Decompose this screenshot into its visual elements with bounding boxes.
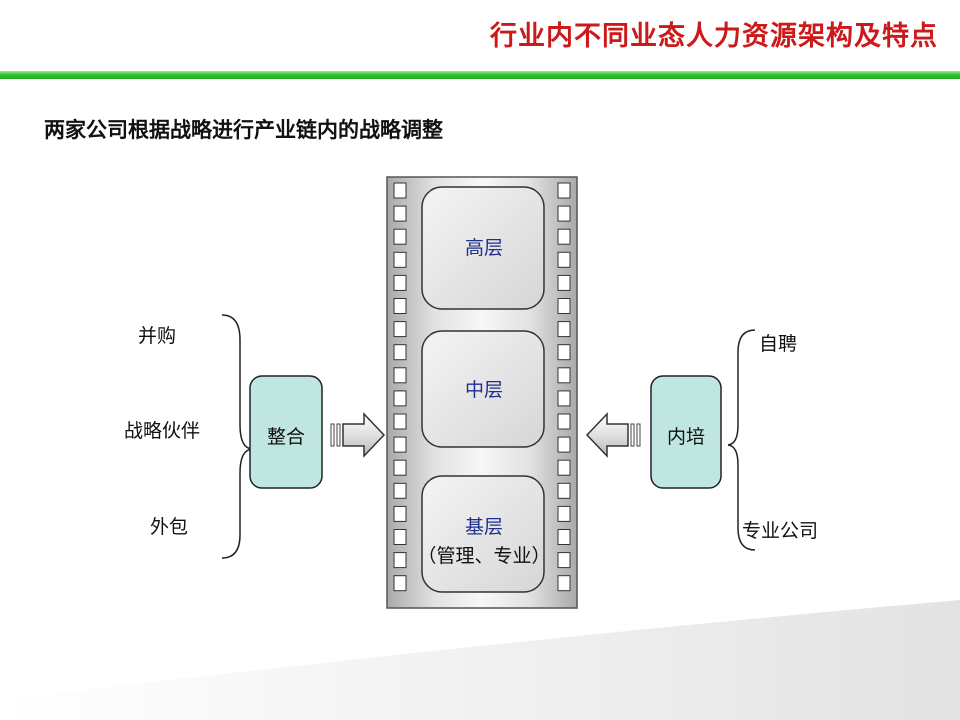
internal-training-box [650,375,722,489]
sprocket-hole [393,321,407,338]
left-item-merger: 并购 [138,325,177,347]
left-item-outsourcing: 外包 [150,516,189,538]
integration-box-label: 整合 [266,426,306,448]
film-frame-middle [421,330,545,448]
sprocket-hole [393,552,407,569]
sprocket-hole [557,505,571,522]
film-sprocket-holes [393,182,571,592]
sprocket-hole [393,367,407,384]
sprocket-hole [393,529,407,545]
sprocket-hole [557,552,571,569]
sprocket-hole [393,575,407,592]
left-brace [221,314,253,559]
sprocket-hole [557,459,571,476]
sprocket-hole [557,529,571,545]
sprocket-hole [393,251,407,268]
sprocket-hole [393,274,407,291]
sprocket-hole [393,482,407,499]
level-label-middle: 中层 [464,379,504,401]
sprocket-hole [557,367,571,384]
slide-title: 行业内不同业态人力资源架构及特点 [490,21,938,52]
slide-subtitle: 两家公司根据战略进行产业链内的战略调整 [44,118,443,142]
sprocket-hole [557,482,571,499]
level-sublabel-base: （管理、专业） [417,545,551,567]
sprocket-hole [557,436,571,453]
sprocket-hole [557,413,571,430]
sprocket-hole [557,182,571,199]
sprocket-hole [393,298,407,314]
sprocket-hole [393,205,407,222]
sprocket-hole [557,228,571,245]
right-item-professional-company: 专业公司 [742,520,819,542]
film-frame-bottom [421,475,545,593]
sprocket-hole [393,459,407,476]
sprocket-hole [557,390,571,407]
left-arrow-icon [585,412,641,458]
sprocket-hole [393,344,407,361]
sprocket-hole [393,505,407,522]
film-strip [386,176,578,609]
sprocket-hole [557,344,571,361]
left-item-strategic-partner: 战略伙伴 [124,420,201,442]
right-arrow-icon [330,412,386,458]
sprocket-hole [557,575,571,592]
sprocket-hole [557,321,571,338]
sprocket-hole [393,413,407,430]
internal-training-box-label: 内培 [666,426,706,448]
sprocket-hole [393,228,407,245]
sprocket-hole [393,182,407,199]
title-underline-bar [0,71,960,79]
film-frame-top [421,186,545,310]
sprocket-hole [393,436,407,453]
sprocket-hole [557,274,571,291]
sprocket-hole [393,390,407,407]
sprocket-hole [557,298,571,314]
level-label-senior: 高层 [464,237,504,259]
level-label-base: 基层 [464,516,504,538]
right-brace [727,329,756,551]
integration-box [249,375,323,489]
sprocket-hole [557,205,571,222]
sprocket-hole [557,251,571,268]
right-item-self-hire: 自聘 [759,333,798,355]
